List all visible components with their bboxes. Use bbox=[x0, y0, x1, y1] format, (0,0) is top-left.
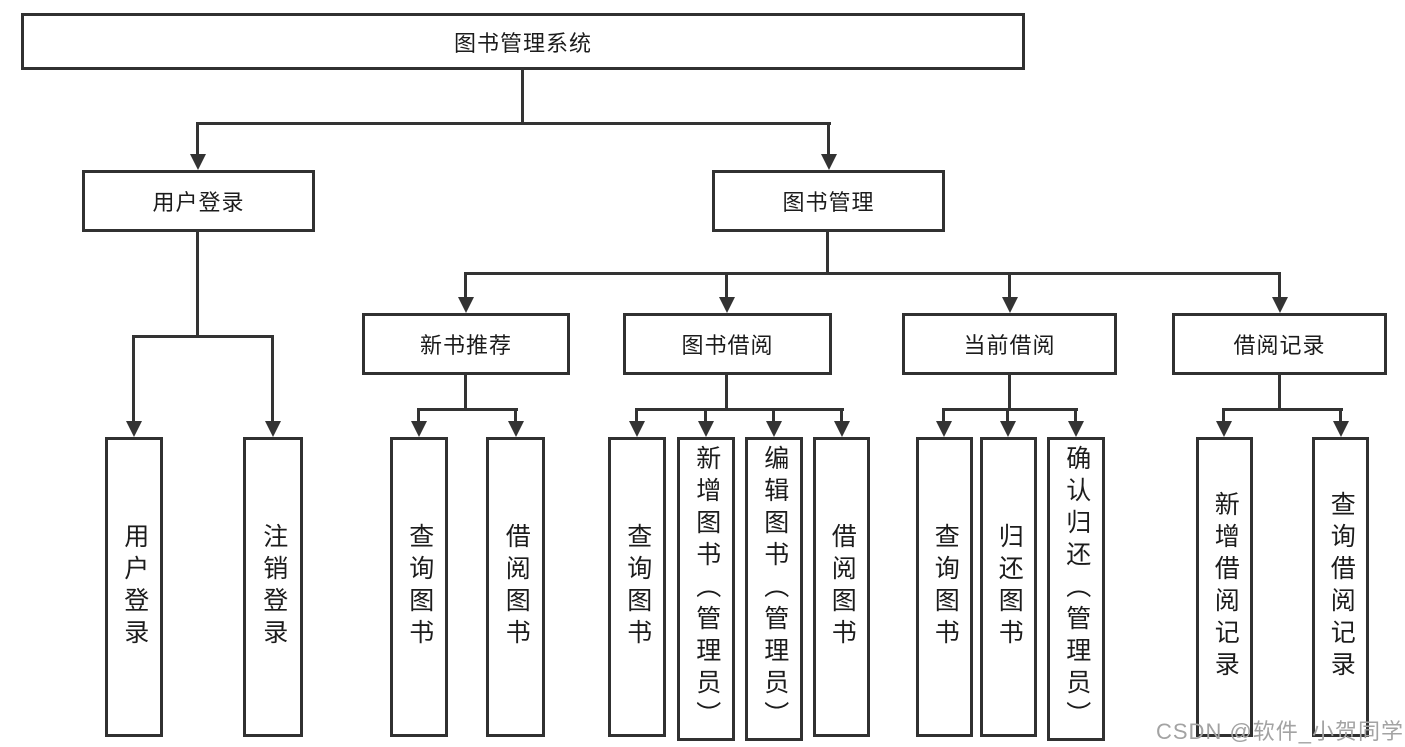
connector-line bbox=[1008, 272, 1011, 299]
node-book-borrow: 图书借阅 bbox=[623, 313, 832, 375]
arrow-down-icon bbox=[508, 421, 524, 437]
connector-line bbox=[942, 408, 945, 423]
connector-line bbox=[1222, 408, 1343, 411]
leaf-query-borrow-record: 查询借阅记录 bbox=[1312, 437, 1369, 737]
node-book-management-label: 图书管理 bbox=[782, 190, 875, 215]
connector-line bbox=[826, 230, 829, 274]
leaf-user-login-label: 用户登录 bbox=[120, 523, 149, 651]
leaf-add-borrow-record: 新增借阅记录 bbox=[1196, 437, 1253, 737]
arrow-down-icon bbox=[1333, 421, 1349, 437]
connector-line bbox=[840, 408, 843, 423]
node-new-book-recommend: 新书推荐 bbox=[362, 313, 570, 375]
node-new-book-recommend-label: 新书推荐 bbox=[419, 333, 512, 358]
leaf-query-borrow-record-label: 查询借阅记录 bbox=[1327, 491, 1356, 683]
connector-line bbox=[942, 408, 1078, 411]
node-current-borrow-label: 当前借阅 bbox=[963, 333, 1056, 358]
leaf-borrow-books-recommend: 借阅图书 bbox=[486, 437, 545, 737]
node-borrow-records-label: 借阅记录 bbox=[1233, 333, 1326, 358]
arrow-down-icon bbox=[190, 154, 206, 170]
leaf-add-books-admin-label: 新增图书（管理员） bbox=[692, 445, 721, 733]
connector-line bbox=[196, 122, 199, 156]
connector-line bbox=[635, 408, 844, 411]
connector-line bbox=[196, 122, 831, 125]
connector-line bbox=[271, 335, 274, 423]
connector-line bbox=[514, 408, 517, 423]
leaf-confirm-return-admin-label: 确认归还（管理员） bbox=[1062, 445, 1091, 733]
connector-line bbox=[1074, 408, 1077, 423]
arrow-down-icon bbox=[1002, 297, 1018, 313]
arrow-down-icon bbox=[821, 154, 837, 170]
connector-line bbox=[1278, 272, 1281, 299]
connector-line bbox=[1222, 408, 1225, 423]
connector-line bbox=[1339, 408, 1342, 423]
leaf-edit-books-admin: 编辑图书（管理员） bbox=[745, 437, 803, 741]
leaf-edit-books-admin-label: 编辑图书（管理员） bbox=[760, 445, 789, 733]
connector-line bbox=[417, 408, 420, 423]
connector-line bbox=[725, 272, 728, 299]
leaf-query-books-current-label: 查询图书 bbox=[931, 523, 960, 651]
leaf-borrow-books-recommend-label: 借阅图书 bbox=[502, 523, 531, 651]
connector-line bbox=[704, 408, 707, 423]
connector-line bbox=[1278, 373, 1281, 408]
connector-line bbox=[132, 335, 135, 423]
connector-line bbox=[827, 122, 830, 156]
connector-line bbox=[1006, 408, 1009, 423]
node-user-login: 用户登录 bbox=[82, 170, 315, 232]
arrow-down-icon bbox=[1068, 421, 1084, 437]
leaf-query-books-borrow-label: 查询图书 bbox=[623, 523, 652, 651]
node-book-borrow-label: 图书借阅 bbox=[681, 333, 774, 358]
arrow-down-icon bbox=[936, 421, 952, 437]
node-book-management: 图书管理 bbox=[712, 170, 945, 232]
connector-line bbox=[1008, 373, 1011, 408]
leaf-borrow-books: 借阅图书 bbox=[813, 437, 870, 737]
leaf-logout: 注销登录 bbox=[243, 437, 303, 737]
connector-line bbox=[132, 335, 274, 338]
node-borrow-records: 借阅记录 bbox=[1172, 313, 1387, 375]
arrow-down-icon bbox=[1272, 297, 1288, 313]
leaf-return-books: 归还图书 bbox=[980, 437, 1037, 737]
connector-line bbox=[635, 408, 638, 423]
arrow-down-icon bbox=[265, 421, 281, 437]
arrow-down-icon bbox=[1216, 421, 1232, 437]
connector-line bbox=[464, 272, 1281, 275]
arrow-down-icon bbox=[458, 297, 474, 313]
arrow-down-icon bbox=[834, 421, 850, 437]
leaf-add-borrow-record-label: 新增借阅记录 bbox=[1211, 491, 1240, 683]
connector-line bbox=[464, 272, 467, 299]
leaf-return-books-label: 归还图书 bbox=[995, 523, 1024, 651]
connector-line bbox=[196, 230, 199, 335]
leaf-query-books-borrow: 查询图书 bbox=[608, 437, 666, 737]
connector-line bbox=[772, 408, 775, 423]
connector-line bbox=[417, 408, 518, 411]
arrow-down-icon bbox=[1000, 421, 1016, 437]
connector-line bbox=[521, 68, 524, 124]
arrow-down-icon bbox=[719, 297, 735, 313]
leaf-confirm-return-admin: 确认归还（管理员） bbox=[1047, 437, 1105, 741]
arrow-down-icon bbox=[698, 421, 714, 437]
node-root-label: 图书管理系统 bbox=[453, 30, 592, 56]
watermark-text: CSDN @软件_小贺同学 bbox=[1156, 719, 1405, 744]
node-user-login-label: 用户登录 bbox=[152, 190, 245, 215]
arrow-down-icon bbox=[766, 421, 782, 437]
arrow-down-icon bbox=[126, 421, 142, 437]
leaf-logout-label: 注销登录 bbox=[259, 523, 288, 651]
leaf-query-books-recommend: 查询图书 bbox=[390, 437, 448, 737]
node-root-system: 图书管理系统 bbox=[21, 13, 1025, 70]
leaf-query-books-recommend-label: 查询图书 bbox=[405, 523, 434, 651]
connector-line bbox=[464, 373, 467, 408]
leaf-add-books-admin: 新增图书（管理员） bbox=[677, 437, 735, 741]
connector-line bbox=[725, 373, 728, 408]
arrow-down-icon bbox=[411, 421, 427, 437]
leaf-borrow-books-label: 借阅图书 bbox=[828, 523, 857, 651]
node-current-borrow: 当前借阅 bbox=[902, 313, 1117, 375]
leaf-user-login: 用户登录 bbox=[105, 437, 163, 737]
arrow-down-icon bbox=[629, 421, 645, 437]
leaf-query-books-current: 查询图书 bbox=[916, 437, 973, 737]
